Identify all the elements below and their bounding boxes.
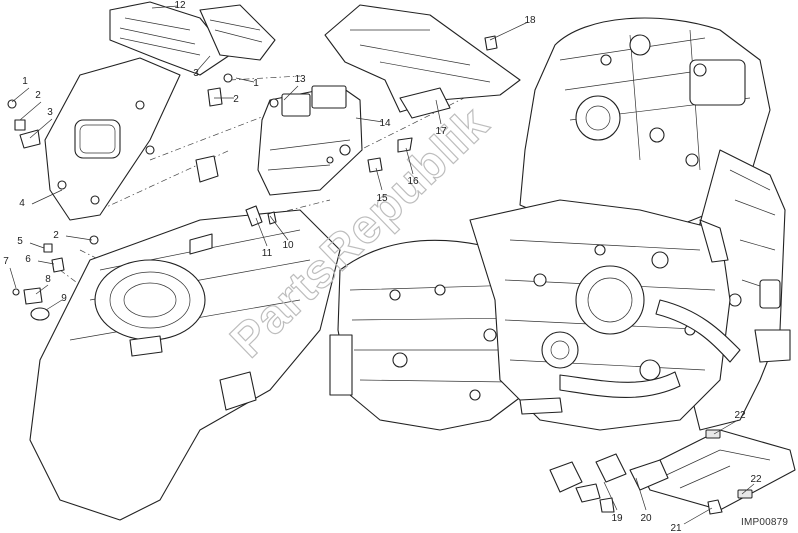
leader-line-c9	[45, 299, 63, 311]
leader-line-c3a	[29, 118, 53, 139]
small-hardware	[7, 73, 413, 321]
callout-number-c7: 7	[3, 256, 9, 267]
leader-line-c5	[29, 242, 45, 249]
callout-number-c14: 14	[379, 118, 391, 129]
leader-line-c20	[635, 477, 647, 511]
callout-number-c8: 8	[45, 274, 51, 285]
callout-number-c11: 11	[262, 248, 273, 259]
callout-number-c12: 12	[174, 0, 186, 11]
callout-number-c17: 17	[435, 126, 447, 137]
callout-number-c22a: 22	[734, 410, 746, 421]
sensor-connectors	[549, 453, 627, 513]
callout-number-c2a: 2	[35, 90, 41, 101]
callout-number-c15: 15	[376, 193, 388, 204]
leader-line-c2a	[19, 101, 42, 121]
leader-line-c11	[255, 217, 268, 247]
callout-number-c22b: 22	[750, 474, 762, 485]
leader-line-c17	[435, 99, 442, 125]
leader-line-c22b	[741, 483, 755, 495]
leader-line-c7	[9, 267, 17, 289]
callout-number-c3a: 3	[47, 107, 53, 118]
callout-number-c1b: 1	[253, 78, 259, 89]
callout-number-c1a: 1	[22, 76, 28, 87]
leader-line-c6	[37, 260, 55, 265]
lower-bracket-assembly	[629, 429, 796, 515]
callout-number-c19: 19	[611, 513, 623, 524]
callout-number-c2c: 2	[233, 94, 239, 105]
engine-block-center	[469, 199, 731, 431]
callout-number-c10: 10	[282, 240, 294, 251]
leader-line-c22a	[713, 419, 739, 435]
callout-number-c3b: 3	[193, 68, 199, 79]
leader-line-c12	[151, 5, 179, 9]
callout-number-c21: 21	[670, 523, 682, 533]
callout-number-c13: 13	[294, 74, 306, 85]
leader-line-c13	[283, 85, 299, 101]
callout-number-c16: 16	[407, 176, 419, 187]
leader-line-c3b	[195, 55, 211, 73]
leader-line-c8	[35, 284, 49, 295]
callout-number-c18: 18	[524, 15, 536, 26]
callout-number-c6: 6	[25, 254, 31, 265]
front-cylinder-head	[329, 239, 536, 431]
callout-number-c4: 4	[19, 198, 25, 209]
heat-shield	[109, 1, 276, 76]
airbox-housing	[29, 209, 341, 521]
leader-line-c4	[31, 189, 63, 205]
leader-line-c2b	[65, 235, 93, 241]
reference-code: IMP00879	[741, 517, 789, 528]
leader-line-c10	[269, 215, 289, 241]
callout-number-c5: 5	[17, 236, 23, 247]
rear-cylinder-head	[519, 17, 771, 233]
leader-line-c19	[603, 481, 618, 511]
engine-control-unit	[257, 85, 363, 196]
leader-line-c16	[405, 147, 414, 175]
leader-line-c18	[489, 21, 529, 41]
coolant-hoses	[519, 219, 741, 415]
leader-line-c21	[683, 507, 713, 525]
upper-cover	[324, 4, 521, 119]
callout-number-c9: 9	[61, 293, 67, 304]
callout-number-c2b: 2	[53, 230, 59, 241]
leader-line-c1a	[11, 87, 30, 103]
callout-number-c20: 20	[640, 513, 652, 524]
leader-line-c14	[355, 117, 384, 123]
mounting-plate	[44, 57, 181, 221]
leader-line-c15	[375, 167, 383, 191]
leader-line-c1b	[235, 77, 255, 83]
